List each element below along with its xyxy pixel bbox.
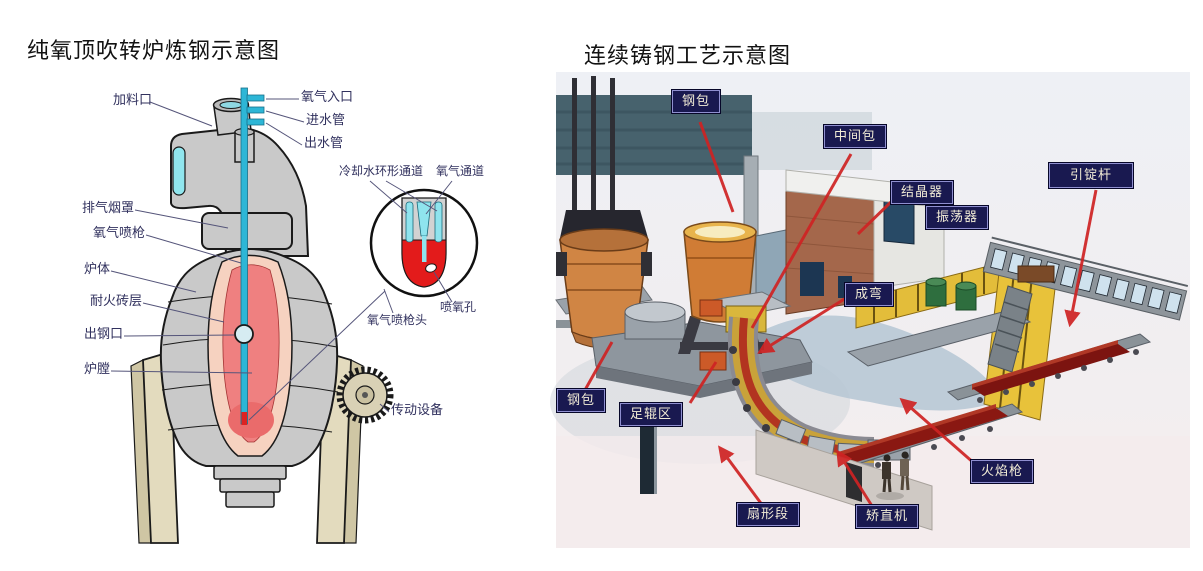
label-fan-segment: 扇形段 bbox=[737, 503, 800, 526]
label-exhaust-hood: 排气烟罩 bbox=[82, 201, 135, 216]
label-feed-port: 加料口 bbox=[113, 93, 153, 108]
furnace bbox=[159, 248, 339, 508]
left-diagram-title: 纯氧顶吹转炉炼钢示意图 bbox=[27, 39, 281, 64]
label-tundish: 中间包 bbox=[824, 125, 887, 148]
roller-line-upper bbox=[946, 333, 1152, 403]
label-water-outlet: 出水管 bbox=[304, 136, 344, 151]
gear-icon bbox=[336, 366, 394, 424]
green-cylinders bbox=[925, 277, 977, 311]
lance-tip-inset bbox=[248, 188, 479, 421]
workers bbox=[876, 451, 910, 500]
leader-lines bbox=[110, 98, 453, 413]
brown-sign bbox=[1017, 265, 1055, 283]
label-lance-tip: 氧气喷枪头 bbox=[367, 313, 428, 327]
label-oxygen-lance: 氧气喷枪 bbox=[93, 226, 146, 241]
converter-illustration bbox=[110, 87, 479, 544]
label-tap-hole: 出钢口 bbox=[84, 327, 124, 342]
label-ladle-top: 钢包 bbox=[672, 90, 721, 113]
label-straightener: 矫直机 bbox=[856, 505, 919, 528]
label-oxygen-spray-hole: 喷氧孔 bbox=[440, 300, 477, 314]
tap-hole-circle bbox=[234, 324, 254, 344]
label-ladle-bottom: 钢包 bbox=[557, 389, 606, 412]
continuous-casting-illustration bbox=[550, 72, 1190, 548]
roller-line-lower bbox=[814, 403, 1024, 477]
label-oxygen-channel: 氧气通道 bbox=[436, 164, 485, 178]
floor-shadow bbox=[760, 315, 1002, 411]
oxygen-lance-pipe bbox=[240, 87, 265, 425]
label-oscillator: 振荡器 bbox=[926, 206, 989, 229]
label-foot-roller-zone: 足辊区 bbox=[620, 403, 683, 426]
annotation-lines bbox=[583, 121, 1098, 507]
label-cooling-channel: 冷却水环形通道 bbox=[339, 164, 424, 178]
label-dummy-bar: 引锭杆 bbox=[1049, 163, 1134, 188]
spray-hole bbox=[425, 263, 437, 273]
label-bending: 成弯 bbox=[845, 283, 894, 306]
right-diagram-title: 连续铸钢工艺示意图 bbox=[584, 44, 792, 69]
label-furnace-body: 炉体 bbox=[84, 262, 111, 277]
support-column bbox=[640, 418, 654, 494]
ladle-on-crane bbox=[556, 228, 652, 349]
label-refractory-layer: 耐火砖层 bbox=[90, 294, 143, 309]
duct-mouth bbox=[172, 146, 186, 196]
label-flame-gun: 火焰枪 bbox=[971, 460, 1034, 483]
label-oxygen-inlet: 氧气入口 bbox=[301, 90, 354, 105]
label-mold: 结晶器 bbox=[891, 181, 954, 204]
label-drive-equipment: 传动设备 bbox=[391, 403, 444, 418]
label-furnace-chamber: 炉膛 bbox=[84, 362, 111, 377]
stairs bbox=[987, 285, 1033, 373]
label-water-inlet: 进水管 bbox=[306, 113, 346, 128]
